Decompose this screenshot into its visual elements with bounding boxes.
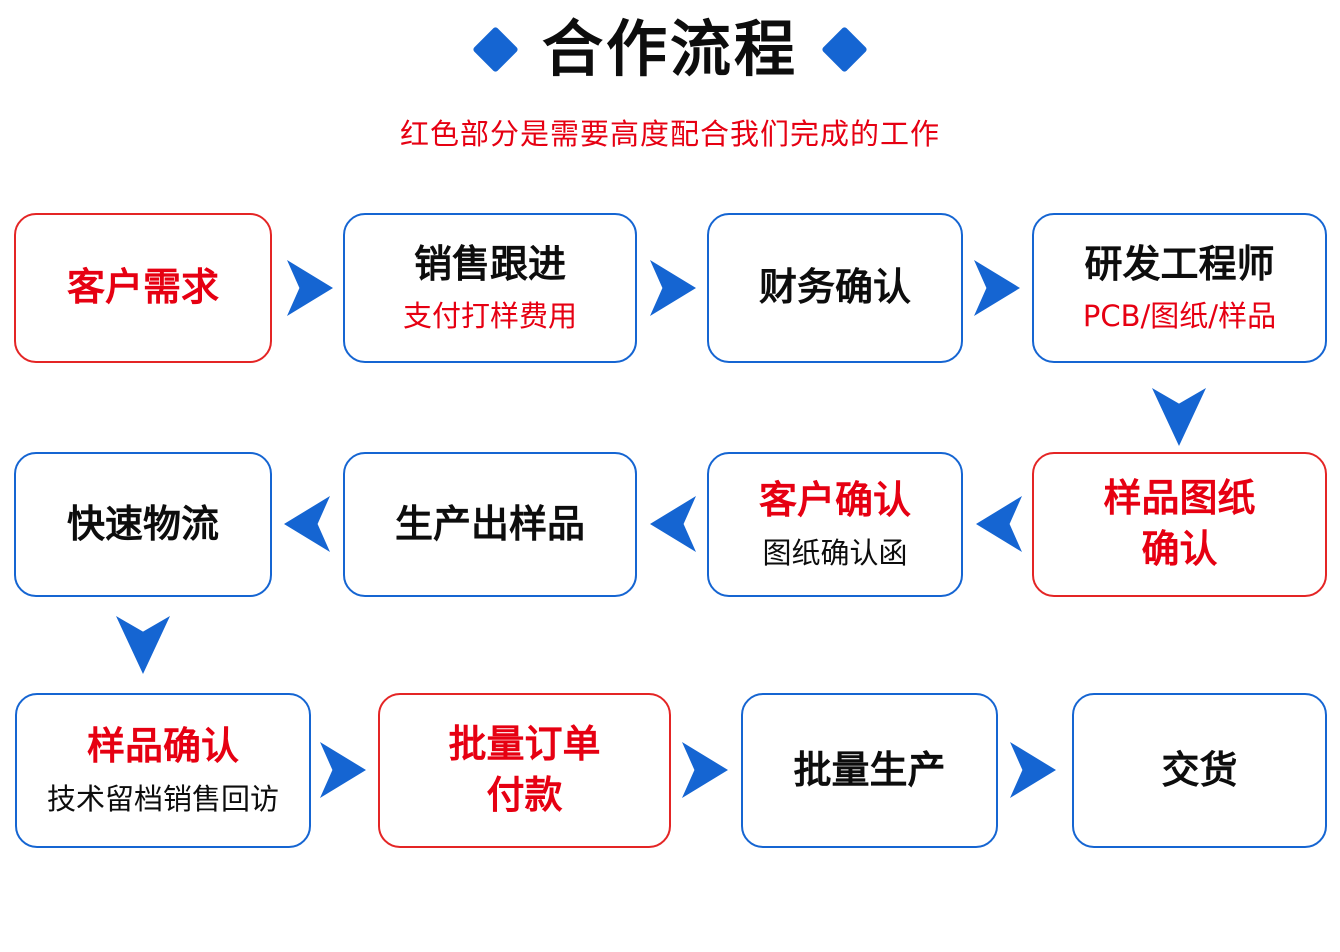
node-title: 财务确认 [758, 265, 911, 310]
node-title-line1: 样品图纸 [1103, 476, 1256, 521]
node-customer-demand: 客户需求 [14, 213, 272, 363]
node-title: 销售跟进 [413, 241, 566, 286]
node-title: 样品确认 [86, 724, 239, 769]
node-sample-drawing-confirm: 样品图纸 确认 [1032, 452, 1327, 597]
arrow-left-icon [650, 496, 696, 552]
node-customer-confirm: 客户确认 图纸确认函 [707, 452, 963, 597]
arrow-right-icon [320, 742, 366, 798]
arrow-left-icon [976, 496, 1022, 552]
page-subtitle: 红色部分是需要高度配合我们完成的工作 [399, 117, 940, 151]
node-bulk-order-payment: 批量订单 付款 [378, 693, 671, 848]
arrow-left-icon [284, 496, 330, 552]
node-produce-sample: 生产出样品 [343, 452, 637, 597]
node-title: 交货 [1161, 747, 1238, 792]
node-title: 研发工程师 [1084, 241, 1275, 286]
node-subtitle: 支付打样费用 [402, 299, 577, 334]
node-subtitle: 图纸确认函 [762, 535, 908, 570]
node-subtitle: 技术留档销售回访 [46, 781, 279, 816]
page-title: 合作流程 [541, 14, 798, 85]
node-title: 生产出样品 [394, 501, 585, 546]
arrow-right-icon [650, 260, 696, 316]
node-fast-logistics: 快速物流 [14, 452, 272, 597]
node-title-line1: 批量订单 [448, 722, 601, 767]
node-sample-confirm: 样品确认 技术留档销售回访 [15, 693, 311, 848]
diamond-icon [472, 26, 519, 73]
node-sales-followup: 销售跟进 支付打样费用 [343, 213, 637, 363]
node-title: 快速物流 [66, 501, 219, 546]
arrow-right-icon [974, 260, 1020, 316]
node-title: 客户确认 [758, 478, 911, 523]
diamond-icon [821, 26, 868, 73]
arrow-right-icon [682, 742, 728, 798]
node-title-line2: 确认 [1141, 527, 1218, 571]
node-title-line2: 付款 [486, 773, 563, 817]
node-title: 客户需求 [66, 265, 219, 310]
node-delivery: 交货 [1072, 693, 1327, 848]
node-title: 批量生产 [793, 747, 946, 792]
node-bulk-production: 批量生产 [741, 693, 998, 848]
arrow-right-icon [287, 260, 333, 316]
arrow-down-icon [116, 616, 170, 674]
node-finance-confirm: 财务确认 [707, 213, 963, 363]
node-subtitle: PCB/图纸/样品 [1082, 299, 1277, 334]
page-title-row: 合作流程 [0, 16, 1340, 83]
node-rd-engineer: 研发工程师 PCB/图纸/样品 [1032, 213, 1327, 363]
arrow-right-icon [1010, 742, 1056, 798]
arrow-down-icon [1152, 388, 1206, 446]
